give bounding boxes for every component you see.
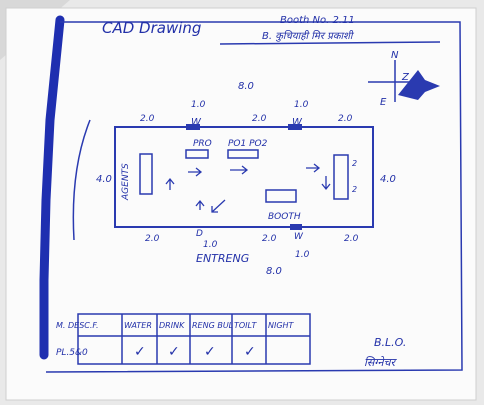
paper-sheet	[5, 7, 477, 401]
decorative-curve	[72, 119, 91, 241]
check-icon: ✓	[244, 344, 256, 360]
po-table	[227, 149, 259, 159]
agents-label: AGENTS	[121, 163, 131, 201]
booth-number: Booth No. 2.11	[280, 15, 355, 26]
sheet-title: CAD Drawing	[102, 19, 201, 37]
facility-header: NIGHT	[268, 321, 295, 330]
bottom-dim-3: 2.0	[262, 234, 277, 244]
right-table-mark: 2	[352, 185, 357, 194]
left-border-stroke	[39, 15, 65, 360]
bottom-dim-4: 1.0	[295, 250, 310, 260]
window-bottom-mark	[290, 224, 302, 230]
left-width: 4.0	[96, 174, 112, 185]
compass-east: E	[380, 97, 387, 108]
window-top-1: W	[191, 117, 202, 128]
arrow-icon	[165, 177, 175, 190]
facility-header: RENG BUL	[192, 321, 233, 330]
compass: N E Z	[368, 50, 440, 108]
right-width: 4.0	[380, 174, 396, 185]
window-top-mark-1	[186, 124, 200, 130]
bottom-dim-5: 2.0	[344, 234, 359, 244]
top-dim-3: 2.0	[252, 114, 267, 124]
signature-line1: B.L.O.	[374, 336, 406, 349]
check-icon: ✓	[168, 344, 180, 360]
compass-north: N	[391, 50, 399, 61]
window-top-mark-2	[288, 124, 302, 130]
right-table-mark: 2	[352, 159, 357, 168]
facility-header: M. DESC.F.	[56, 321, 99, 330]
top-dim-2: 1.0	[191, 100, 206, 110]
check-icon: ✓	[204, 344, 216, 360]
bottom-dim-2: 1.0	[203, 240, 218, 250]
pro-label: PRO	[193, 139, 212, 149]
check-icon: ✓	[134, 344, 146, 360]
top-dim-1: 2.0	[140, 114, 155, 124]
door-bottom: D	[196, 229, 203, 239]
arrow-icon	[195, 199, 205, 210]
arrow-icon	[306, 163, 321, 173]
right-table	[333, 154, 349, 200]
agents-table	[139, 153, 153, 195]
booth-label: BOOTH	[268, 212, 301, 222]
facility-row-label: PL.5&0	[56, 348, 88, 358]
arrow-icon	[321, 176, 331, 191]
bottom-dim-1: 2.0	[145, 234, 160, 244]
room-outline	[114, 126, 374, 228]
booth-name: B. कुचियाही मिर प्रकाशी	[262, 30, 355, 42]
page-border	[45, 21, 463, 373]
window-top-2: W	[292, 117, 303, 128]
bottom-margin: 8.0	[266, 266, 282, 277]
entrance-label: ENTRENG	[196, 252, 249, 265]
pro-table	[185, 149, 209, 159]
arrow-icon	[188, 167, 203, 177]
compass-z: Z	[401, 72, 410, 83]
compass-arrow-icon	[398, 70, 440, 100]
top-dim-4: 1.0	[294, 100, 309, 110]
signature-line2: सिग्नेचर	[364, 356, 397, 369]
facility-header: TOILT	[234, 321, 257, 330]
facility-header: DRINK	[159, 321, 185, 330]
po-label: PO1 PO2	[228, 139, 268, 149]
window-bottom: W	[294, 232, 304, 242]
header-underline	[219, 41, 441, 45]
arrow-icon	[211, 199, 226, 213]
booth-box	[265, 189, 297, 203]
facilities-table: M. DESC.F. WATER DRINK RENG BUL TOILT NI…	[56, 313, 311, 365]
facility-header: WATER	[124, 321, 152, 330]
top-dim-5: 2.0	[338, 114, 353, 124]
top-margin: 8.0	[238, 81, 254, 92]
arrow-icon	[230, 165, 249, 175]
